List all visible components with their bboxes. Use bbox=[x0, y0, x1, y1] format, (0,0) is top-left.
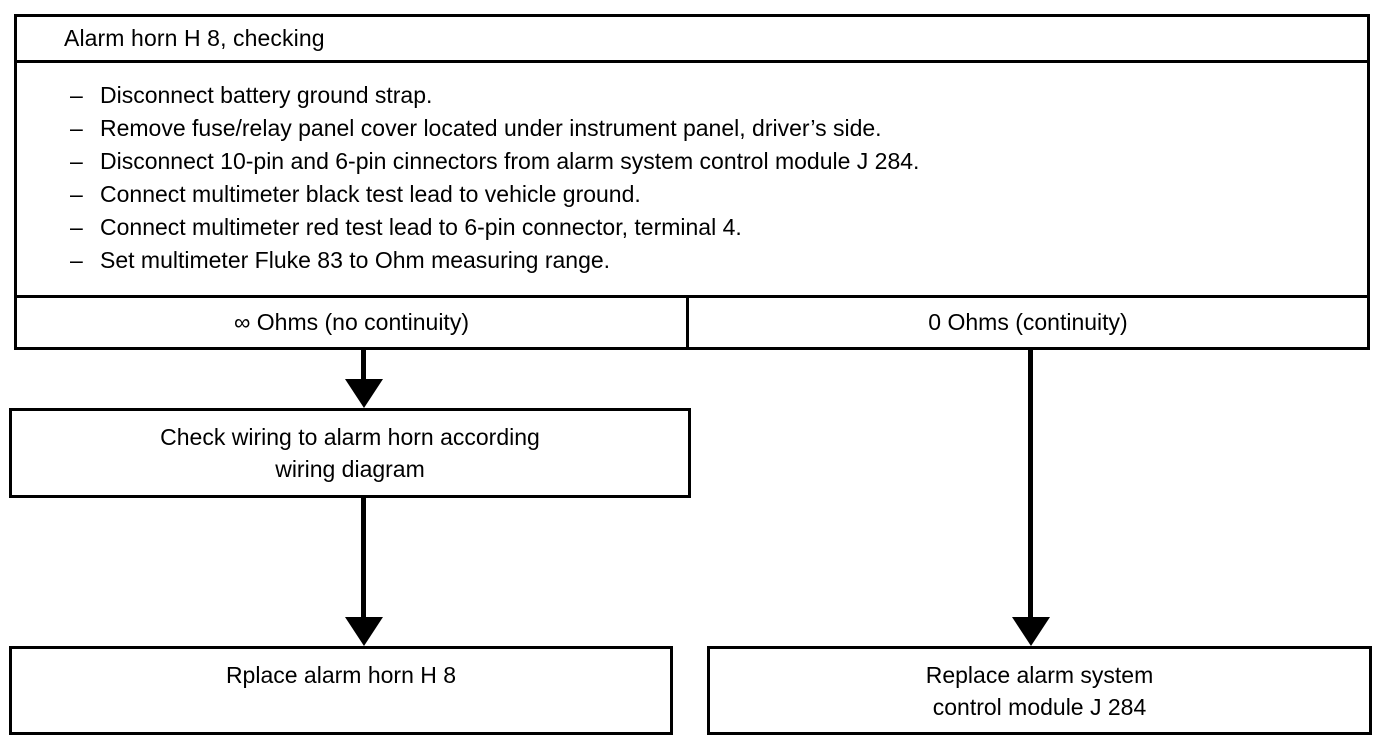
arrow-head-icon bbox=[345, 379, 383, 408]
results-row: ∞ Ohms (no continuity) 0 Ohms (continuit… bbox=[17, 298, 1367, 347]
action-box-check-wiring: Check wiring to alarm horn according wir… bbox=[9, 408, 691, 498]
list-item: – Connect multimeter red test lead to 6-… bbox=[17, 211, 1367, 244]
arrow-stem bbox=[1028, 350, 1033, 620]
dash-bullet-icon: – bbox=[70, 115, 83, 141]
action-text-replace-module: Replace alarm system control module J 28… bbox=[925, 662, 1154, 720]
step-text: Connect multimeter black test lead to ve… bbox=[100, 181, 641, 207]
list-item: – Disconnect 10-pin and 6-pin cinnectors… bbox=[17, 145, 1367, 178]
dash-bullet-icon: – bbox=[70, 181, 83, 207]
arrow-stem bbox=[361, 498, 366, 620]
arrow-stem bbox=[361, 350, 366, 384]
step-text: Disconnect 10-pin and 6-pin cinnectors f… bbox=[100, 148, 920, 174]
step-text: Set multimeter Fluke 83 to Ohm measuring… bbox=[100, 247, 611, 273]
action-box-replace-horn: Rplace alarm horn H 8 bbox=[9, 646, 673, 735]
list-item: – Disconnect battery ground strap. bbox=[17, 79, 1367, 112]
dash-bullet-icon: – bbox=[70, 82, 83, 108]
arrow-down-to-replace-horn bbox=[344, 498, 384, 646]
list-item: – Connect multimeter black test lead to … bbox=[17, 178, 1367, 211]
procedure-steps-row: – Disconnect battery ground strap. – Rem… bbox=[17, 63, 1367, 298]
list-item: – Set multimeter Fluke 83 to Ohm measuri… bbox=[17, 244, 1367, 277]
arrow-head-icon bbox=[1012, 617, 1050, 646]
result-cell-no-continuity: ∞ Ohms (no continuity) bbox=[17, 298, 689, 347]
action-box-replace-module: Replace alarm system control module J 28… bbox=[707, 646, 1372, 735]
action-text-replace-horn: Rplace alarm horn H 8 bbox=[225, 662, 457, 688]
result-cell-continuity: 0 Ohms (continuity) bbox=[689, 298, 1367, 347]
arrow-head-icon bbox=[345, 617, 383, 646]
arrow-down-to-replace-module bbox=[1011, 350, 1051, 646]
step-text: Disconnect battery ground strap. bbox=[100, 82, 433, 108]
dash-bullet-icon: – bbox=[70, 247, 83, 273]
step-text: Remove fuse/relay panel cover located un… bbox=[100, 115, 882, 141]
step-text: Connect multimeter red test lead to 6-pi… bbox=[100, 214, 742, 240]
page-title: Alarm horn H 8, checking bbox=[64, 25, 325, 51]
procedure-box: Alarm horn H 8, checking – Disconnect ba… bbox=[14, 14, 1370, 350]
dash-bullet-icon: – bbox=[70, 214, 83, 240]
arrow-down-to-check-wiring bbox=[344, 350, 384, 408]
action-text-check-wiring: Check wiring to alarm horn according wir… bbox=[160, 424, 540, 482]
result-label-no-continuity: ∞ Ohms (no continuity) bbox=[234, 309, 469, 335]
procedure-header-row: Alarm horn H 8, checking bbox=[17, 17, 1367, 63]
result-label-continuity: 0 Ohms (continuity) bbox=[928, 309, 1128, 335]
dash-bullet-icon: – bbox=[70, 148, 83, 174]
step-list: – Disconnect battery ground strap. – Rem… bbox=[17, 79, 1367, 277]
list-item: – Remove fuse/relay panel cover located … bbox=[17, 112, 1367, 145]
